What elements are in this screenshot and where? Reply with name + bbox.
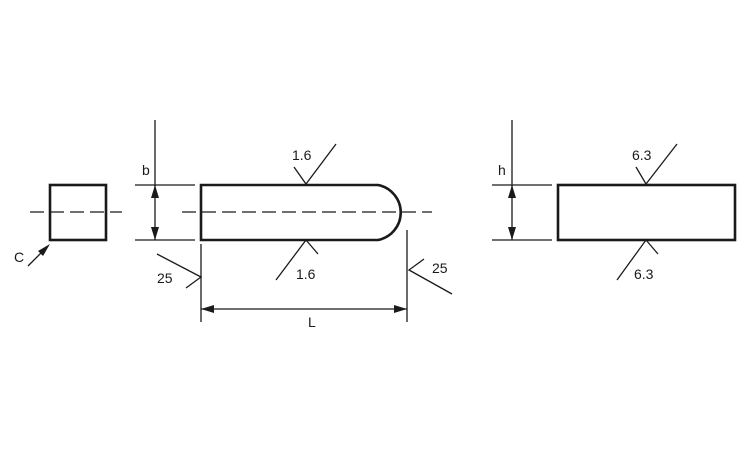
roughness-symbol-left-end: 25 <box>156 253 203 289</box>
roughness-symbol-bottom-side: 6.3 <box>616 238 659 282</box>
key-outline <box>199 183 403 242</box>
roughness-check-mark <box>275 238 319 281</box>
roughness-value-label: 25 <box>432 260 448 276</box>
h-arrow-down <box>508 227 516 240</box>
roughness-value-label: 1.6 <box>296 266 316 282</box>
roughness-check-mark <box>635 143 678 186</box>
side-view-outline <box>556 183 737 242</box>
roughness-check-mark <box>156 253 203 289</box>
l-label: L <box>308 314 316 330</box>
roughness-symbol-bottom-key: 1.6 <box>275 238 319 282</box>
roughness-symbol-top-key: 1.6 <box>292 143 337 186</box>
chamfer-leader-arrow <box>38 244 50 256</box>
b-arrow-up <box>151 185 159 198</box>
h-label: h <box>498 162 506 178</box>
l-arrow-right <box>394 305 407 313</box>
b-arrow-down <box>151 227 159 240</box>
roughness-check-mark <box>616 238 659 281</box>
b-label: b <box>142 162 150 178</box>
dimension-h: h <box>492 120 552 241</box>
dimension-b: b <box>135 120 195 241</box>
end-view: C <box>14 183 122 267</box>
roughness-symbol-top-side: 6.3 <box>632 143 678 186</box>
roughness-value-label: 6.3 <box>632 147 652 163</box>
roughness-symbol-right-end: 25 <box>407 258 453 295</box>
h-arrow-up <box>508 185 516 198</box>
chamfer-label: C <box>14 249 24 265</box>
roughness-check-mark <box>293 143 337 186</box>
roughness-value-label: 6.3 <box>634 266 654 282</box>
side-view: h 6.3 6.3 <box>492 120 737 282</box>
roughness-check-mark <box>407 258 453 295</box>
dimension-l: L <box>200 230 408 330</box>
l-arrow-left <box>201 305 214 313</box>
front-view: b L 1.6 1.6 25 25 <box>135 120 453 330</box>
roughness-value-label: 25 <box>157 270 173 286</box>
roughness-value-label: 1.6 <box>292 147 312 163</box>
